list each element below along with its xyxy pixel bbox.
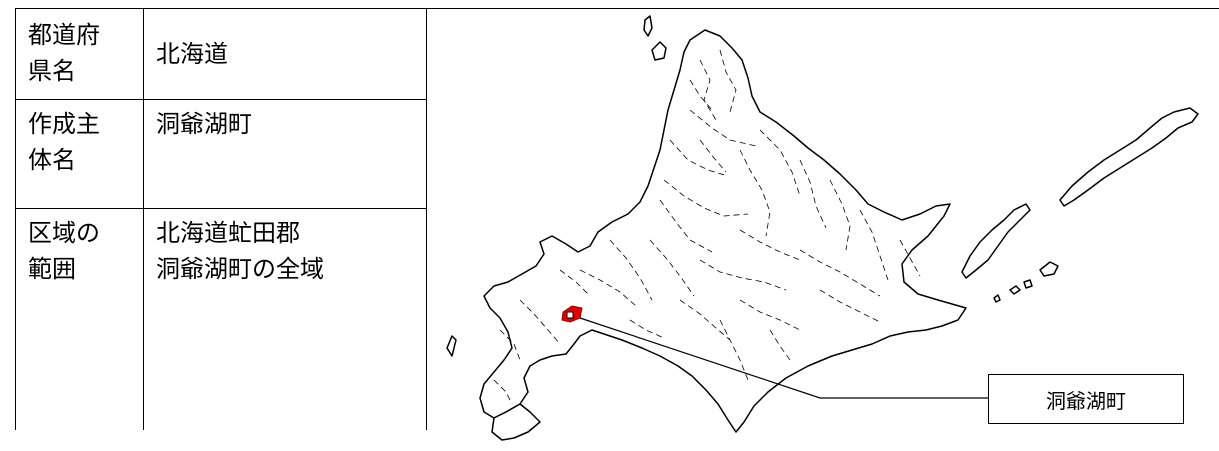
creator-key: 作成主 体名 (15, 99, 144, 209)
table-row: 区域の 範囲 北海道虻田郡 洞爺湖町の全域 (15, 208, 427, 430)
okushiri-island (446, 335, 457, 357)
habomai-islet-1 (1009, 285, 1021, 295)
lake-toya-marker (566, 311, 574, 319)
callout-box-toyako: 洞爺湖町 (988, 374, 1184, 424)
callout-leader-line (579, 317, 988, 399)
area-key-line1: 区域の (28, 219, 100, 247)
oshima-peninsula (491, 403, 541, 441)
shikotan-island (1039, 261, 1059, 277)
municipal-boundaries (493, 49, 921, 405)
prefecture-key: 都道府 県名 (15, 8, 144, 100)
prefecture-key-line2: 県名 (28, 57, 76, 85)
callout-label: 洞爺湖町 (1046, 388, 1126, 413)
prefecture-key-line1: 都道府 (28, 21, 100, 49)
info-table: 都道府 県名 北海道 作成主 体名 洞爺湖町 区域の 範囲 北海道虻田郡 洞爺湖… (15, 8, 427, 430)
area-key: 区域の 範囲 (15, 208, 144, 430)
map-frame-top-border (425, 8, 1219, 10)
area-value-line1: 北海道虻田郡 (156, 219, 300, 247)
creator-value-line1: 洞爺湖町 (156, 110, 252, 138)
table-row: 作成主 体名 洞爺湖町 (15, 99, 427, 209)
kunashiri-island (961, 203, 1031, 279)
hokkaido-mainland (479, 29, 967, 433)
creator-key-line2: 体名 (28, 146, 76, 174)
area-key-line2: 範囲 (28, 255, 76, 283)
prefecture-value-line1: 北海道 (156, 40, 228, 68)
rebun-island (643, 15, 653, 37)
area-value: 北海道虻田郡 洞爺湖町の全域 (143, 208, 427, 430)
habomai-islet-3 (993, 294, 1001, 303)
creator-key-line1: 作成主 (28, 110, 100, 138)
area-value-line2: 洞爺湖町の全域 (156, 255, 324, 283)
creator-value: 洞爺湖町 (143, 99, 427, 209)
rishiri-island (651, 41, 667, 61)
habomai-islet-2 (1023, 279, 1033, 289)
etorofu-island (1059, 107, 1199, 207)
